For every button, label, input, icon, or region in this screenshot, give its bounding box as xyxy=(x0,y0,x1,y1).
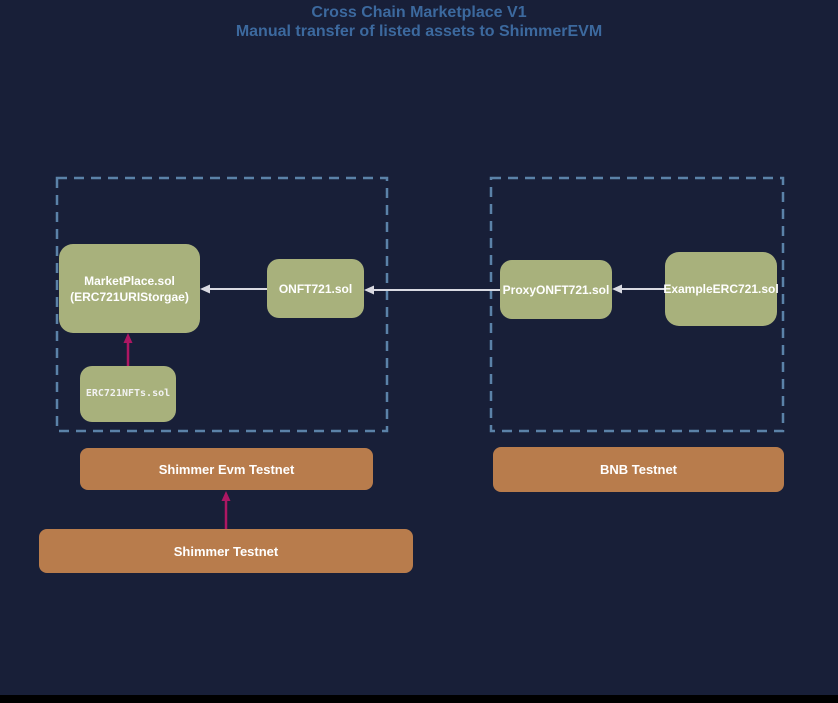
chain-shimmer-evm-testnet: Shimmer Evm Testnet xyxy=(80,448,373,490)
node-onft721-label: ONFT721.sol xyxy=(278,281,353,296)
node-exampleerc721-label: ExampleERC721.sol xyxy=(663,282,779,296)
node-marketplace-label-line2: (ERC721URIStorgae) xyxy=(70,289,189,304)
arrow-exampleerc-to-proxyonft xyxy=(612,284,665,294)
chain-shimmer-testnet: Shimmer Testnet xyxy=(39,529,413,573)
diagram-title: Cross Chain Marketplace V1 Manual transf… xyxy=(0,3,838,41)
node-erc721nfts-label: ERC721NFTs.sol xyxy=(85,388,171,399)
chain-bnb-testnet: BNB Testnet xyxy=(493,447,784,492)
chain-bnb-testnet-label: BNB Testnet xyxy=(599,462,678,477)
title-line-2: Manual transfer of listed assets to Shim… xyxy=(235,23,603,40)
bnb-group-container xyxy=(489,176,785,433)
arrow-proxyonft-to-onft xyxy=(364,285,500,295)
bottom-black-strip xyxy=(0,695,838,703)
title-line-1: Cross Chain Marketplace V1 xyxy=(311,4,527,21)
arrow-ercnfts-to-marketplace xyxy=(123,333,133,366)
node-proxyonft721: ProxyONFT721.sol xyxy=(500,260,612,319)
node-exampleerc721: ExampleERC721.sol xyxy=(663,252,779,326)
arrow-onft-to-marketplace xyxy=(200,284,267,294)
arrow-shimmer-to-shimmer-evm xyxy=(221,491,231,529)
chain-shimmer-evm-testnet-label: Shimmer Evm Testnet xyxy=(158,461,295,477)
shimmer-evm-group-container xyxy=(55,176,389,433)
node-onft721: ONFT721.sol xyxy=(267,259,364,318)
node-erc721nfts: ERC721NFTs.sol xyxy=(80,366,176,422)
node-marketplace-label-line1: MarketPlace.sol xyxy=(84,273,175,288)
chain-shimmer-testnet-label: Shimmer Testnet xyxy=(173,543,279,559)
node-marketplace: MarketPlace.sol (ERC721URIStorgae) xyxy=(59,244,200,333)
node-proxyonft721-label: ProxyONFT721.sol xyxy=(502,282,610,297)
